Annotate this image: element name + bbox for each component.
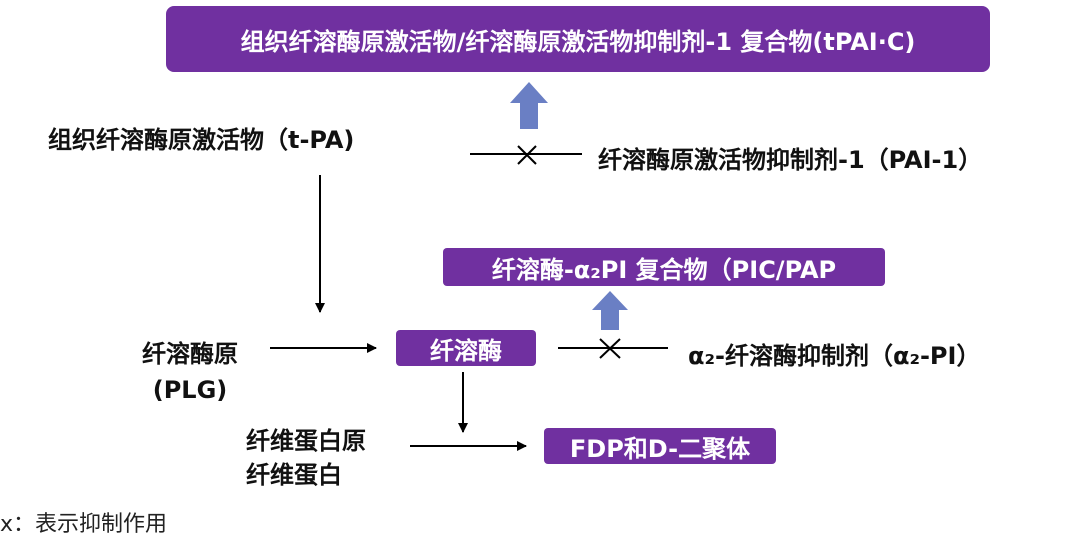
plg-label: 纤溶酶原 (PLG) xyxy=(130,336,250,408)
plasmin-label: 纤溶酶 xyxy=(430,336,502,365)
up-arrow-icon xyxy=(592,291,628,330)
inhibition-cross-icon xyxy=(599,338,621,359)
legend-text: ：表示抑制作用 xyxy=(13,512,168,537)
up-arrow-icon xyxy=(510,82,548,129)
plg-label-line2: (PLG) xyxy=(152,376,228,404)
legend-symbol: x xyxy=(0,512,14,537)
pic-pap-label: 纤溶酶-α₂PI 复合物（PIC/PAP xyxy=(491,255,837,284)
tpa-label: 组织纤溶酶原激活物（t-PA) xyxy=(48,126,355,154)
plg-label-line1: 纤溶酶原 xyxy=(142,340,238,368)
legend: x：表示抑制作用 xyxy=(0,506,167,538)
fibrinogen-label-line1: 纤维蛋白原 xyxy=(246,427,366,455)
pic-pap-box: 纤溶酶-α₂PI 复合物（PIC/PAP xyxy=(443,248,885,286)
a2pi-label: α₂-纤溶酶抑制剂（α₂-PI） xyxy=(688,342,981,370)
fibrinogen-label: 纤维蛋白原 纤维蛋白 xyxy=(246,424,366,492)
inhibition-cross-icon xyxy=(517,145,537,165)
fdp-box: FDP和D-二聚体 xyxy=(544,428,776,464)
fibrinogen-label-line2: 纤维蛋白 xyxy=(246,461,342,489)
tpai-c-complex-box: 组织纤溶酶原激活物/纤溶酶原激活物抑制剂-1 复合物(tPAI·C) xyxy=(166,6,990,72)
fdp-label: FDP和D-二聚体 xyxy=(569,434,751,463)
tpai-c-complex-label: 组织纤溶酶原激活物/纤溶酶原激活物抑制剂-1 复合物(tPAI·C) xyxy=(240,27,916,56)
pai1-label: 纤溶酶原激活物抑制剂-1（PAI-1） xyxy=(598,146,983,174)
plasmin-box: 纤溶酶 xyxy=(396,330,536,366)
